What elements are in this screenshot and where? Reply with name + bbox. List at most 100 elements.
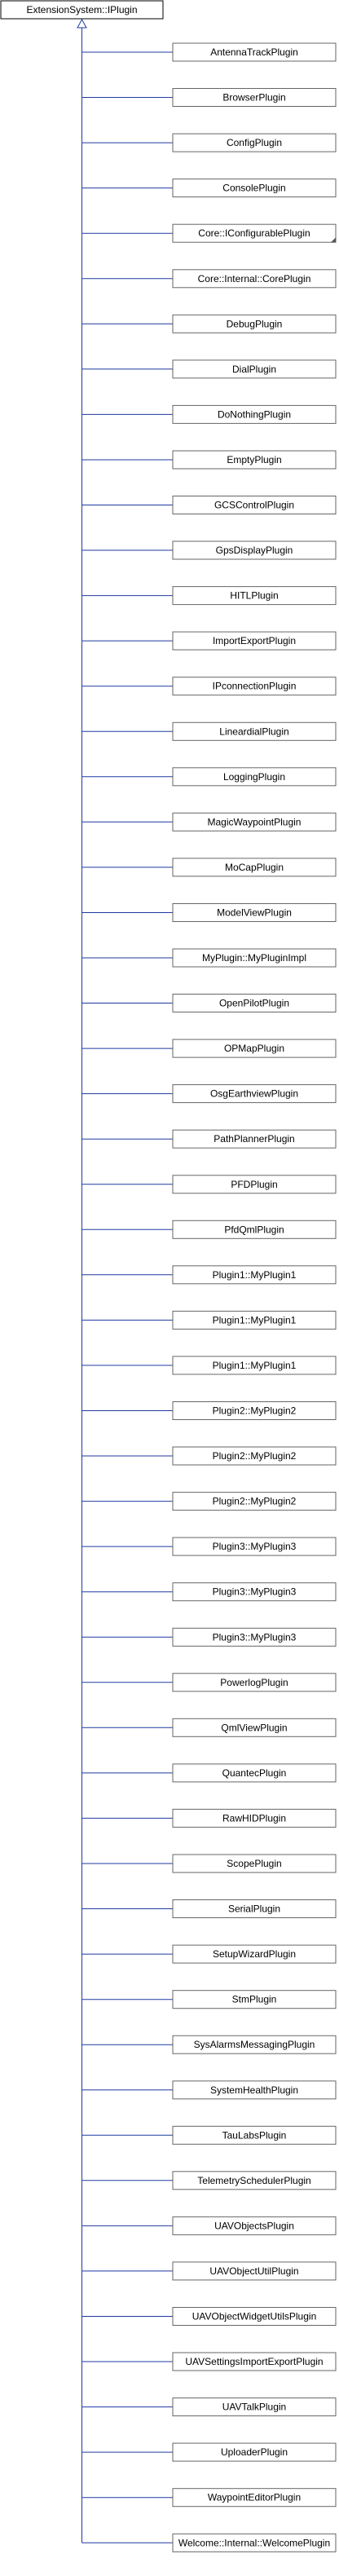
derived-class-node[interactable]: Core::IConfigurablePlugin: [172, 223, 337, 243]
derived-class-label: DoNothingPlugin: [218, 408, 291, 420]
base-class-label: ExtensionSystem::IPlugin: [26, 4, 137, 15]
derived-class-label: UploaderPlugin: [221, 2446, 288, 2458]
derived-class-label: IPconnectionPlugin: [213, 681, 297, 692]
derived-class-node[interactable]: Core::Internal::CorePlugin: [172, 269, 337, 289]
derived-class-label: PFDPlugin: [231, 1179, 277, 1190]
derived-class-node[interactable]: QmlViewPlugin: [172, 1718, 337, 1737]
derived-class-node[interactable]: LineardialPlugin: [172, 721, 337, 741]
derived-class-label: SysAlarmsMessagingPlugin: [194, 2039, 315, 2050]
derived-class-label: PathPlannerPlugin: [214, 1133, 294, 1145]
derived-class-node[interactable]: PowerlogPlugin: [172, 1673, 337, 1692]
derived-class-node[interactable]: GpsDisplayPlugin: [172, 540, 337, 560]
derived-class-node[interactable]: UAVSettingsImportExportPlugin: [172, 2352, 337, 2371]
derived-class-node[interactable]: Plugin3::MyPlugin3: [172, 1582, 337, 1602]
inheritance-arrowhead: [77, 18, 87, 29]
derived-class-node[interactable]: IPconnectionPlugin: [172, 677, 337, 696]
derived-class-node[interactable]: Plugin2::MyPlugin2: [172, 1401, 337, 1420]
derived-class-node[interactable]: PathPlannerPlugin: [172, 1129, 337, 1149]
derived-class-label: HITLPlugin: [230, 590, 278, 602]
derived-class-node[interactable]: OsgEarthviewPlugin: [172, 1084, 337, 1104]
derived-class-label: UAVObjectUtilPlugin: [209, 2265, 298, 2277]
derived-class-label: Welcome::Internal::WelcomePlugin: [178, 2537, 330, 2548]
derived-class-node[interactable]: Plugin1::MyPlugin1: [172, 1310, 337, 1330]
derived-class-label: Plugin1::MyPlugin1: [213, 1314, 297, 1325]
derived-class-node[interactable]: DebugPlugin: [172, 314, 337, 333]
derived-class-label: UAVTalkPlugin: [222, 2402, 286, 2413]
derived-class-label: BrowserPlugin: [222, 92, 285, 104]
derived-class-label: GpsDisplayPlugin: [216, 545, 293, 556]
derived-class-label: Plugin1::MyPlugin1: [213, 1360, 297, 1371]
derived-class-node[interactable]: UAVObjectWidgetUtilsPlugin: [172, 2307, 337, 2326]
derived-class-node[interactable]: UAVObjectUtilPlugin: [172, 2261, 337, 2281]
derived-class-node[interactable]: ImportExportPlugin: [172, 631, 337, 651]
derived-class-label: AntennaTrackPlugin: [210, 46, 298, 58]
derived-class-node[interactable]: BrowserPlugin: [172, 88, 337, 107]
derived-class-label: OsgEarthviewPlugin: [210, 1088, 298, 1100]
derived-class-node[interactable]: DialPlugin: [172, 359, 337, 379]
derived-class-label: GCSControlPlugin: [214, 500, 294, 511]
derived-class-node[interactable]: TelemetrySchedulerPlugin: [172, 2171, 337, 2190]
derived-class-node[interactable]: StmPlugin: [172, 1990, 337, 2009]
derived-class-node[interactable]: RawHIDPlugin: [172, 1808, 337, 1828]
derived-class-node[interactable]: OpenPilotPlugin: [172, 994, 337, 1012]
derived-class-node[interactable]: SerialPlugin: [172, 1899, 337, 1918]
derived-class-node[interactable]: ScopePlugin: [172, 1854, 337, 1873]
derived-class-node[interactable]: PfdQmlPlugin: [172, 1220, 337, 1239]
derived-class-node[interactable]: ModelViewPlugin: [172, 903, 337, 922]
derived-class-node[interactable]: QuantecPlugin: [172, 1763, 337, 1783]
derived-class-label: MoCapPlugin: [225, 862, 284, 873]
derived-class-node[interactable]: TauLabsPlugin: [172, 2125, 337, 2145]
derived-class-label: DebugPlugin: [227, 318, 283, 329]
derived-class-label: Plugin2::MyPlugin2: [213, 1496, 297, 1507]
derived-class-node[interactable]: Plugin3::MyPlugin3: [172, 1537, 337, 1556]
derived-class-label: MagicWaypointPlugin: [208, 816, 302, 827]
derived-class-node[interactable]: SetupWizardPlugin: [172, 1944, 337, 1964]
inheritance-edges: [81, 28, 173, 2543]
derived-class-label: Plugin2::MyPlugin2: [213, 1405, 297, 1417]
derived-class-label: ScopePlugin: [227, 1858, 281, 1869]
derived-class-label: UAVSettingsImportExportPlugin: [185, 2356, 323, 2367]
derived-class-list: AntennaTrackPluginBrowserPluginConfigPlu…: [172, 42, 337, 2552]
derived-class-node[interactable]: WaypointEditorPlugin: [172, 2488, 337, 2508]
derived-class-node[interactable]: OPMapPlugin: [172, 1039, 337, 1058]
derived-class-node[interactable]: Plugin3::MyPlugin3: [172, 1627, 337, 1647]
derived-class-node[interactable]: Plugin2::MyPlugin2: [172, 1492, 337, 1511]
derived-class-node[interactable]: UploaderPlugin: [172, 2442, 337, 2462]
derived-class-label: SystemHealthPlugin: [210, 2084, 298, 2096]
derived-class-node[interactable]: EmptyPlugin: [172, 450, 337, 470]
expand-marker-icon[interactable]: [331, 237, 336, 243]
derived-class-label: SerialPlugin: [228, 1903, 280, 1915]
derived-class-label: PfdQmlPlugin: [224, 1224, 284, 1235]
derived-class-label: Plugin3::MyPlugin3: [213, 1541, 297, 1552]
derived-class-node[interactable]: PFDPlugin: [172, 1175, 337, 1194]
derived-class-node[interactable]: MagicWaypointPlugin: [172, 812, 337, 831]
derived-class-node[interactable]: SysAlarmsMessagingPlugin: [172, 2035, 337, 2054]
derived-class-label: Plugin3::MyPlugin3: [213, 1586, 297, 1598]
derived-class-label: UAVObjectsPlugin: [214, 2220, 294, 2231]
derived-class-node[interactable]: SystemHealthPlugin: [172, 2080, 337, 2100]
derived-class-node[interactable]: AntennaTrackPlugin: [172, 42, 337, 62]
derived-class-label: WaypointEditorPlugin: [208, 2492, 301, 2503]
derived-class-node[interactable]: UAVObjectsPlugin: [172, 2216, 337, 2235]
derived-class-node[interactable]: GCSControlPlugin: [172, 496, 337, 514]
derived-class-label: MyPlugin::MyPluginImpl: [202, 952, 306, 964]
derived-class-node[interactable]: DoNothingPlugin: [172, 404, 337, 424]
derived-class-label: Plugin3::MyPlugin3: [213, 1631, 297, 1643]
derived-class-node[interactable]: HITLPlugin: [172, 586, 337, 606]
base-class-node[interactable]: ExtensionSystem::IPlugin: [0, 0, 164, 20]
derived-class-label: Plugin2::MyPlugin2: [213, 1450, 297, 1462]
derived-class-node[interactable]: MoCapPlugin: [172, 858, 337, 877]
derived-class-node[interactable]: ConsolePlugin: [172, 179, 337, 198]
derived-class-node[interactable]: MyPlugin::MyPluginImpl: [172, 948, 337, 968]
derived-class-label: OpenPilotPlugin: [219, 998, 289, 1009]
derived-class-node[interactable]: LoggingPlugin: [172, 767, 337, 787]
derived-class-node[interactable]: UAVTalkPlugin: [172, 2397, 337, 2417]
derived-class-node[interactable]: Plugin1::MyPlugin1: [172, 1356, 337, 1375]
derived-class-node[interactable]: Welcome::Internal::WelcomePlugin: [172, 2533, 337, 2552]
derived-class-label: QmlViewPlugin: [221, 1722, 287, 1733]
derived-class-node[interactable]: Plugin2::MyPlugin2: [172, 1446, 337, 1466]
derived-class-node[interactable]: Plugin1::MyPlugin1: [172, 1265, 337, 1285]
derived-class-label: RawHIDPlugin: [222, 1812, 286, 1824]
derived-class-node[interactable]: ConfigPlugin: [172, 133, 337, 152]
